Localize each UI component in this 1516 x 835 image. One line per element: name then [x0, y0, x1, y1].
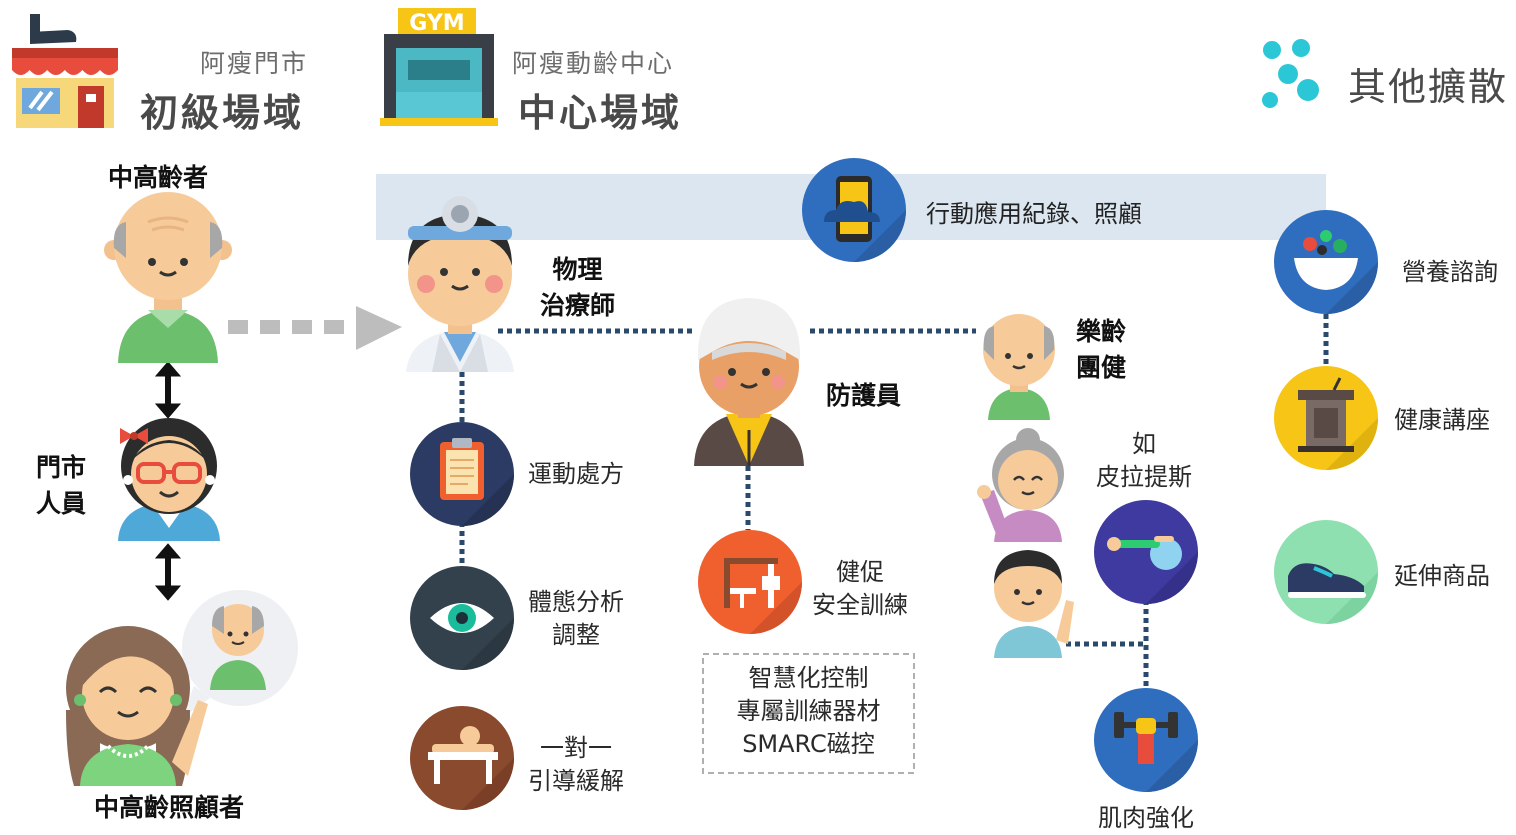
eye-icon	[410, 566, 514, 670]
smart-equipment-note: 智慧化控制 專屬訓練器材 SMARC磁控	[703, 662, 914, 761]
spread-dots-icon	[1262, 39, 1319, 108]
pilates-line1: 如	[1132, 430, 1156, 458]
note-line1: 智慧化控制	[748, 664, 869, 692]
staff-label-line1: 門市	[36, 453, 87, 482]
massage-table-icon	[410, 706, 514, 810]
service-exercise-prescription: 運動處方	[528, 460, 624, 488]
staff-label-line2: 人員	[36, 489, 87, 518]
center-subtitle: 阿瘦動齡中心	[512, 49, 675, 78]
posture-line1: 體態分析	[528, 588, 624, 616]
app-band-label: 行動應用紀錄、照顧	[926, 200, 1142, 228]
dumbbell-icon	[1094, 688, 1198, 792]
note-line3: SMARC磁控	[742, 730, 875, 758]
therapist-label-line1: 物理	[552, 255, 603, 284]
mobile-cloud-icon	[802, 158, 906, 262]
sneaker-icon	[1274, 520, 1378, 624]
senior-avatar	[104, 192, 232, 363]
caregiver-label: 中高齡照顧者	[94, 793, 245, 822]
center-title: 中心場域	[518, 91, 683, 135]
group-senior-avatar	[983, 314, 1055, 420]
note-line2: 專屬訓練器材	[736, 697, 881, 725]
therapist-label: 物理 治療師	[540, 252, 615, 324]
service-posture-analysis: 體態分析 調整	[528, 586, 624, 652]
group-fitness-label: 樂齡 團健	[1076, 314, 1126, 386]
safe-training-line1: 健促	[836, 558, 884, 586]
guard-label: 防護員	[826, 381, 902, 410]
store-staff-avatar	[118, 418, 220, 541]
pilates-ball-icon	[1094, 500, 1198, 604]
gym-building-icon: GYM	[380, 8, 498, 126]
clipboard-icon	[410, 422, 514, 526]
pilates-label: 如 皮拉提斯	[1096, 428, 1192, 494]
spread-lecture: 健康講座	[1394, 406, 1490, 434]
physical-therapist-avatar	[406, 196, 514, 372]
spread-title: 其他擴散	[1348, 65, 1509, 109]
therapist-label-line2: 治療師	[540, 291, 616, 320]
posture-line2: 調整	[552, 621, 600, 649]
spread-products: 延伸商品	[1394, 562, 1490, 590]
service-one-on-one: 一對一 引導緩解	[528, 732, 624, 798]
one-on-one-line2: 引導緩解	[528, 767, 624, 795]
group-label-line2: 團健	[1076, 353, 1127, 382]
athletic-trainer-avatar	[694, 298, 804, 466]
pilates-line2: 皮拉提斯	[1096, 463, 1192, 491]
one-on-one-line1: 一對一	[540, 734, 612, 762]
store-title: 初級場域	[140, 91, 305, 135]
group-label-line1: 樂齡	[1076, 317, 1127, 346]
training-machine-icon	[698, 530, 802, 634]
safe-training-line2: 安全訓練	[812, 591, 908, 619]
grandma-avatar	[977, 428, 1064, 542]
spread-nutrition: 營養諮詢	[1402, 258, 1498, 286]
podium-icon	[1274, 366, 1378, 470]
staff-label: 門市 人員	[36, 450, 86, 522]
store-subtitle: 阿瘦門市	[200, 49, 309, 78]
caregiver-avatar	[66, 590, 298, 786]
shop-icon	[12, 14, 118, 128]
gym-sign: GYM	[409, 11, 464, 36]
senior-label: 中高齡者	[108, 163, 209, 192]
salad-bowl-icon	[1274, 210, 1378, 314]
service-safe-training: 健促 安全訓練	[812, 556, 908, 622]
grandpa-avatar	[994, 550, 1074, 658]
muscle-strength-label: 肌肉強化	[1098, 804, 1194, 832]
